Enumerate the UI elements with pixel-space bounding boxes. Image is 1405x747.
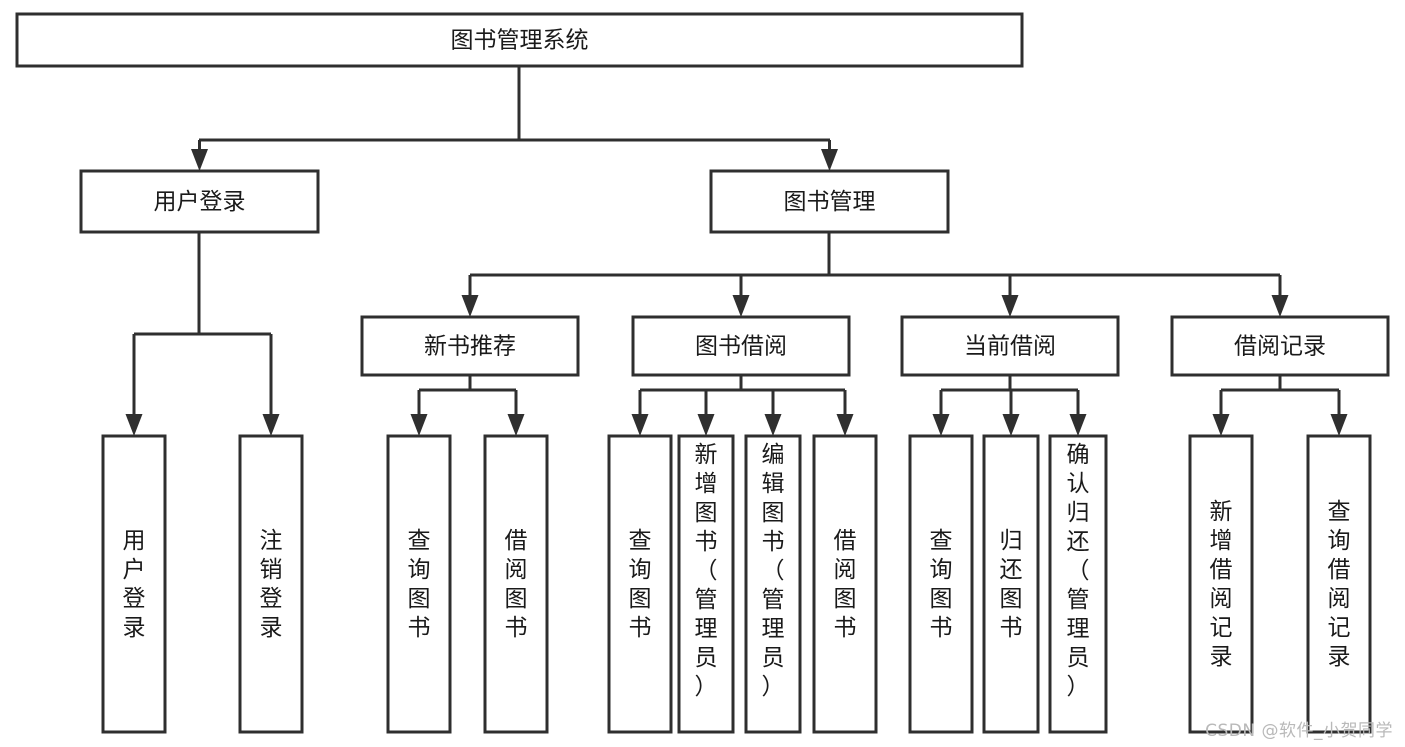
connector-bar-user-login <box>134 232 271 336</box>
node-leaf-query-book-1[interactable]: 查询图书 <box>386 434 452 734</box>
node-label: 借阅图书 <box>505 528 528 641</box>
arrow-root-to-book-manage <box>821 140 838 171</box>
arrow-book-borrow-to-leaf-edit-book <box>764 390 782 436</box>
node-borrow-record[interactable]: 借阅记录 <box>1170 315 1390 377</box>
connector-bar-current-borrow <box>941 375 1078 392</box>
node-label: 借阅记录 <box>1234 334 1326 360</box>
node-label: 用户登录 <box>123 528 146 641</box>
node-book-borrow[interactable]: 图书借阅 <box>631 315 851 377</box>
arrow-borrow-record-to-leaf-add-record <box>1212 390 1230 436</box>
node-label: 查询图书 <box>930 528 953 641</box>
node-label: 新增图书（管理员） <box>695 442 718 700</box>
arrow-book-borrow-to-leaf-query-book-2 <box>631 390 649 436</box>
node-label: 查询图书 <box>408 528 431 641</box>
node-leaf-confirm-return[interactable]: 确认归还（管理员） <box>1048 434 1108 734</box>
node-book-manage[interactable]: 图书管理 <box>709 169 950 234</box>
node-user-login[interactable]: 用户登录 <box>79 169 320 234</box>
node-label: 编辑图书（管理员） <box>762 442 785 700</box>
connector-bar-borrow-record <box>1221 375 1339 392</box>
node-current-borrow[interactable]: 当前借阅 <box>900 315 1120 377</box>
node-leaf-edit-book[interactable]: 编辑图书（管理员） <box>744 434 802 734</box>
node-label: 借阅图书 <box>834 528 857 641</box>
connector-bar-root <box>199 66 830 142</box>
node-label: 注销登录 <box>260 528 283 641</box>
node-label: 归还图书 <box>1000 528 1023 641</box>
node-label: 图书管理 <box>784 189 876 215</box>
node-label: 图书管理系统 <box>451 28 589 54</box>
node-leaf-query-record[interactable]: 查询借阅记录 <box>1306 434 1372 734</box>
node-label: 查询借阅记录 <box>1328 499 1351 670</box>
arrow-new-book-rec-to-leaf-query-book-1 <box>410 390 428 436</box>
node-leaf-return-book[interactable]: 归还图书 <box>982 434 1040 734</box>
node-label: 图书借阅 <box>695 334 787 360</box>
node-label: 新书推荐 <box>424 334 516 360</box>
node-leaf-query-book-3[interactable]: 查询图书 <box>908 434 974 734</box>
node-leaf-user-login[interactable]: 用户登录 <box>101 434 167 734</box>
node-leaf-logout[interactable]: 注销登录 <box>238 434 304 734</box>
arrow-current-borrow-to-leaf-query-book-3 <box>932 390 950 436</box>
connector-layer <box>125 66 1348 436</box>
connector-bar-book-manage <box>470 232 1280 277</box>
node-new-book-rec[interactable]: 新书推荐 <box>360 315 580 377</box>
arrow-current-borrow-to-leaf-confirm-return <box>1069 390 1087 436</box>
node-root[interactable]: 图书管理系统 <box>15 12 1024 68</box>
arrow-user-login-to-leaf-logout <box>262 334 280 436</box>
node-leaf-query-book-2[interactable]: 查询图书 <box>607 434 673 734</box>
node-leaf-borrow-book-1[interactable]: 借阅图书 <box>483 434 549 734</box>
node-label: 查询图书 <box>629 528 652 641</box>
arrow-book-manage-to-borrow-record <box>1271 275 1289 317</box>
node-layer: 图书管理系统用户登录图书管理新书推荐图书借阅当前借阅借阅记录用户登录注销登录查询… <box>15 12 1390 734</box>
node-label: 用户登录 <box>154 189 246 215</box>
arrow-root-to-user-login <box>191 140 208 171</box>
arrow-book-borrow-to-leaf-add-book <box>697 390 715 436</box>
arrow-book-manage-to-new-book-rec <box>461 275 479 317</box>
connector-bar-new-book-rec <box>419 375 516 392</box>
node-label: 当前借阅 <box>964 334 1056 360</box>
arrow-new-book-rec-to-leaf-borrow-book-1 <box>507 390 525 436</box>
node-label: 新增借阅记录 <box>1210 499 1233 670</box>
arrow-book-manage-to-current-borrow <box>1001 275 1019 317</box>
arrow-book-manage-to-book-borrow <box>732 275 750 317</box>
arrow-borrow-record-to-leaf-query-record <box>1330 390 1348 436</box>
arrow-current-borrow-to-leaf-return-book <box>1002 390 1020 436</box>
node-leaf-borrow-book-2[interactable]: 借阅图书 <box>812 434 878 734</box>
connector-bar-book-borrow <box>640 375 845 392</box>
node-leaf-add-book[interactable]: 新增图书（管理员） <box>677 434 735 734</box>
node-label: 确认归还（管理员） <box>1067 442 1090 700</box>
arrow-book-borrow-to-leaf-borrow-book-2 <box>836 390 854 436</box>
arrow-user-login-to-leaf-user-login <box>125 334 143 436</box>
node-leaf-add-record[interactable]: 新增借阅记录 <box>1188 434 1254 734</box>
